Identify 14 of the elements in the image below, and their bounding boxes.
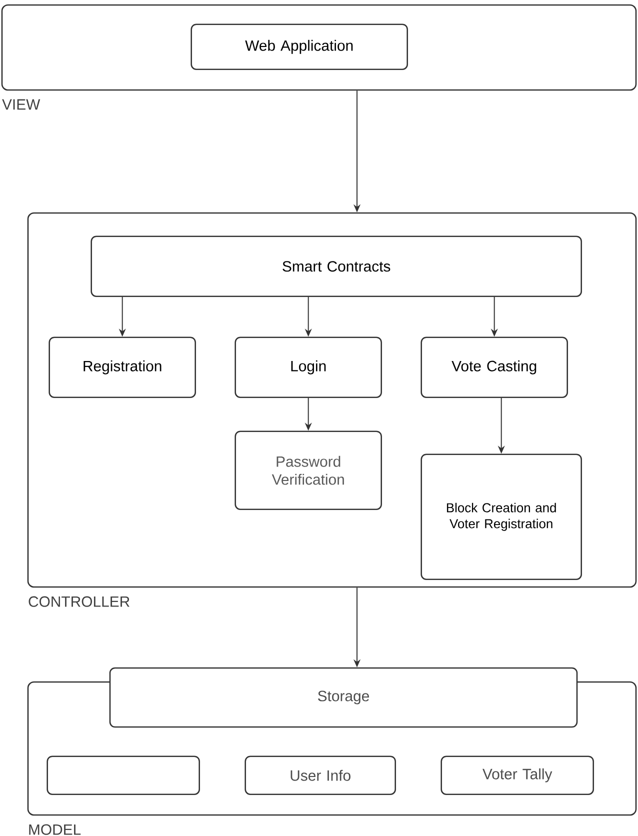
node-label: CONTROLLER (28, 596, 130, 607)
component-box: Storage (109, 667, 578, 728)
node-label: MODEL (29, 824, 81, 835)
component-box: User Info (244, 756, 396, 795)
component-box: Web Application (190, 24, 408, 70)
component-box: Password Verification (234, 430, 382, 510)
component-box: Block Creation and Voter Registration (420, 454, 582, 580)
component-box: Voter Tally (440, 756, 594, 795)
component-box: Vote Casting (420, 336, 568, 398)
component-box: Registration (48, 336, 196, 398)
component-box: Login (234, 336, 382, 398)
component-box (46, 756, 200, 795)
node-label: VIEW (2, 99, 40, 110)
component-box: Smart Contracts (90, 236, 582, 297)
